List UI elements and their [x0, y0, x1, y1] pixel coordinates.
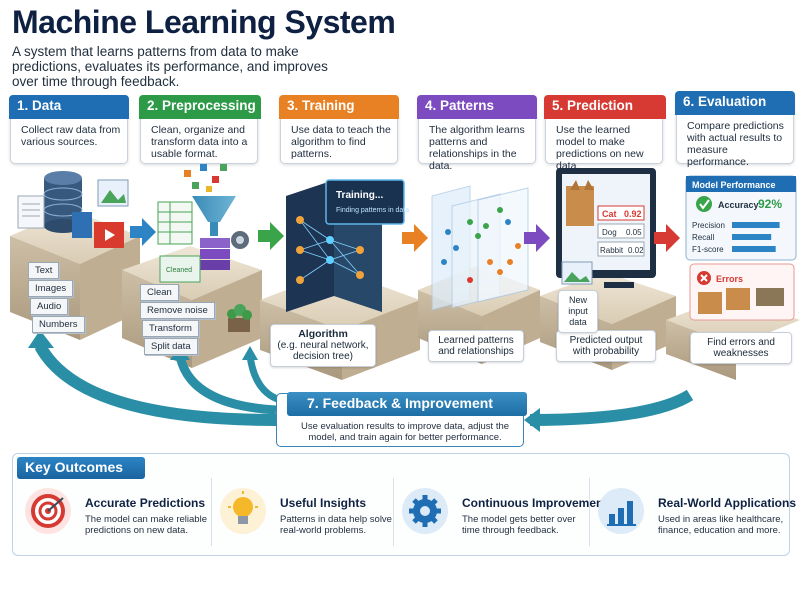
errors-label-box: Find errors and weaknesses: [690, 332, 792, 364]
monitor-icon: [556, 168, 656, 288]
outcome-text-3: The model gets better over time through …: [462, 514, 576, 536]
outcome-title-3: Continuous Improvement: [462, 496, 608, 510]
bar-chart-icon: [598, 488, 644, 534]
step-card-prediction: 5. Prediction Use the learned model to m…: [544, 95, 666, 172]
patterns-label-box: Learned patterns and relationships: [428, 330, 524, 362]
outcome-text-1: The model can make reliable predictions …: [85, 514, 207, 536]
prediction-label-cat: Cat: [602, 209, 617, 219]
step-text-data: Collect raw data from various sources.: [21, 124, 121, 148]
metric-recall: Recall: [692, 233, 714, 242]
metric-bar-f1: [732, 246, 776, 252]
plant-icon: [227, 304, 252, 332]
step-card-preprocessing: 2. Preprocessing Clean, organize and tra…: [139, 95, 261, 164]
cleaned-screen-label: Cleaned: [166, 267, 192, 274]
step-card-evaluation: 6. Evaluation Compare predictions with a…: [675, 91, 795, 168]
new-input-label: New input data: [558, 290, 598, 333]
outcome-card-accurate-predictions: Accurate Predictions The model can make …: [17, 478, 207, 546]
prediction-label-rabbit: Rabbit: [600, 246, 624, 255]
flow-arrow-3: [402, 224, 428, 252]
prep-tag-transform: Transform: [142, 320, 199, 337]
step-title-preprocessing: 2. Preprocessing: [139, 95, 261, 119]
feedback-arrowhead-3: [242, 346, 258, 360]
prediction-value-cat: 0.92: [624, 209, 642, 219]
data-tag-numbers: Numbers: [32, 316, 85, 333]
feedback-text: Use evaluation results to improve data, …: [300, 421, 510, 443]
outcome-card-real-world-applications: Real-World Applications Used in areas li…: [589, 478, 796, 546]
step-title-evaluation: 6. Evaluation: [675, 91, 795, 115]
image-file-icon: [97, 179, 129, 207]
step-title-prediction: 5. Prediction: [544, 95, 666, 119]
training-screen-title: Training...: [336, 190, 383, 201]
prediction-label-dog: Dog: [602, 228, 617, 237]
key-outcomes-title: Key Outcomes: [17, 457, 145, 479]
gear-icon: [402, 488, 448, 534]
outcome-card-continuous-improvement: Continuous Improvement The model gets be…: [393, 478, 607, 546]
flow-arrow-1: [130, 218, 156, 246]
accuracy-value: 92%: [758, 197, 782, 211]
flow-arrow-2: [258, 222, 284, 250]
prep-tag-split-data: Split data: [144, 338, 198, 355]
prediction-output-box: Predicted output with probability: [556, 330, 656, 362]
flow-arrow-4: [524, 224, 550, 252]
page-title: Machine Learning System: [12, 4, 396, 40]
training-screen-sub: Finding patterns in data: [336, 207, 409, 214]
feedback-title: 7. Feedback & Improvement: [287, 392, 527, 416]
step-text-evaluation: Compare predictions with actual results …: [687, 120, 784, 168]
model-performance-panel: [685, 175, 797, 261]
feedback-box: 7. Feedback & Improvement Use evaluation…: [276, 392, 527, 447]
step-title-training: 3. Training: [279, 95, 399, 119]
pattern-dots: [441, 207, 521, 283]
video-file-icon: [94, 222, 124, 248]
algorithm-label-box: Algorithm (e.g. neural network, decision…: [270, 324, 376, 367]
metric-bar-recall: [732, 234, 772, 240]
step-card-data: 1. Data Collect raw data from various so…: [9, 95, 129, 164]
step-title-data: 1. Data: [9, 95, 129, 119]
gear-icon: [231, 231, 249, 249]
metric-bar-precision: [732, 222, 780, 228]
algorithm-title: Algorithm: [298, 328, 348, 340]
document-icon: [17, 195, 45, 229]
step-text-prediction: Use the learned model to make prediction…: [556, 124, 644, 172]
prep-tag-remove-noise: Remove noise: [140, 302, 215, 319]
data-tag-text: Text: [28, 262, 60, 279]
cleaned-data-stack-icon: [200, 238, 230, 270]
outcome-card-useful-insights: Useful Insights Patterns in data help so…: [211, 478, 392, 546]
lightbulb-icon: [220, 488, 266, 534]
outcome-text-4: Used in areas like healthcare, finance, …: [658, 514, 784, 536]
errors-panel: [689, 263, 795, 321]
step-text-patterns: The algorithm learns patterns and relati…: [429, 124, 525, 172]
target-icon: [25, 488, 71, 534]
outcome-title-2: Useful Insights: [280, 496, 367, 510]
flow-arrow-5: [654, 224, 680, 252]
outcome-title-1: Accurate Predictions: [85, 496, 206, 510]
prep-tag-clean: Clean: [140, 284, 179, 301]
algorithm-sub: (e.g. neural network, decision tree): [277, 340, 369, 362]
step-text-training: Use data to teach the algorithm to find …: [291, 124, 391, 160]
neural-network-server-icon: [286, 180, 382, 312]
metric-f1: F1-score: [692, 245, 724, 254]
scattered-data-icon: [184, 164, 227, 192]
performance-title: Model Performance: [692, 180, 776, 190]
funnel-icon: [192, 196, 236, 236]
step-text-preprocessing: Clean, organize and transform data into …: [151, 124, 248, 160]
data-tag-audio: Audio: [30, 298, 69, 315]
accuracy-label: Accuracy: [718, 200, 759, 210]
page-subtitle: A system that learns patterns from data …: [12, 44, 328, 89]
pattern-glass-panels: [431, 185, 529, 311]
new-input-image-icon: [561, 261, 593, 285]
step-card-patterns: 4. Patterns The algorithm learns pattern…: [417, 95, 537, 172]
spreadsheet-icon: [157, 201, 193, 245]
outcome-text-2: Patterns in data help solve real-world p…: [280, 514, 392, 536]
step-card-training: 3. Training Use data to teach the algori…: [279, 95, 399, 164]
outcome-title-4: Real-World Applications: [658, 496, 797, 510]
metric-precision: Precision: [692, 221, 725, 230]
key-outcomes-panel: Key Outcomes Accurate Predictions The mo…: [12, 453, 796, 556]
errors-label: Errors: [716, 274, 743, 284]
step-title-patterns: 4. Patterns: [417, 95, 537, 119]
database-icon: [43, 171, 83, 233]
prediction-value-dog: 0.05: [626, 228, 642, 237]
prediction-value-rabbit: 0.02: [628, 246, 644, 255]
data-tag-images: Images: [28, 280, 74, 297]
